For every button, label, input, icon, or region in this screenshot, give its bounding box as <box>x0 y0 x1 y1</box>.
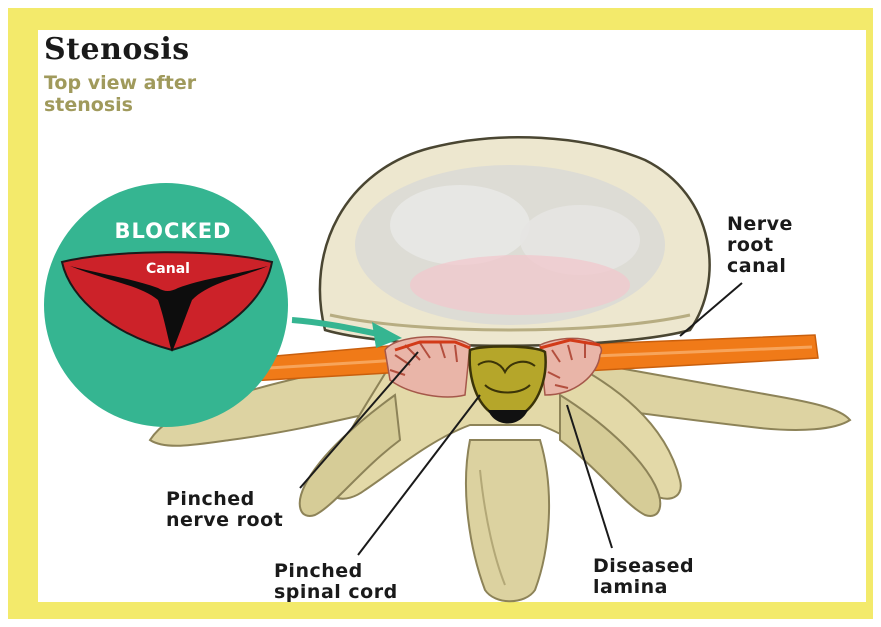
intervertebral-disc <box>320 137 710 346</box>
label-pinched-nerve-root: Pinched nerve root <box>166 489 283 531</box>
canal-label: Canal <box>118 261 218 277</box>
diagram-subtitle: Top view after stenosis <box>44 72 284 116</box>
label-diseased-lamina: Diseased lamina <box>593 556 694 598</box>
label-pinched-spinal-cord: Pinched spinal cord <box>274 561 398 603</box>
blocked-heading: BLOCKED <box>98 219 248 243</box>
diagram-title: Stenosis <box>44 32 190 67</box>
label-nerve-root-canal: Nerve root canal <box>727 214 793 277</box>
